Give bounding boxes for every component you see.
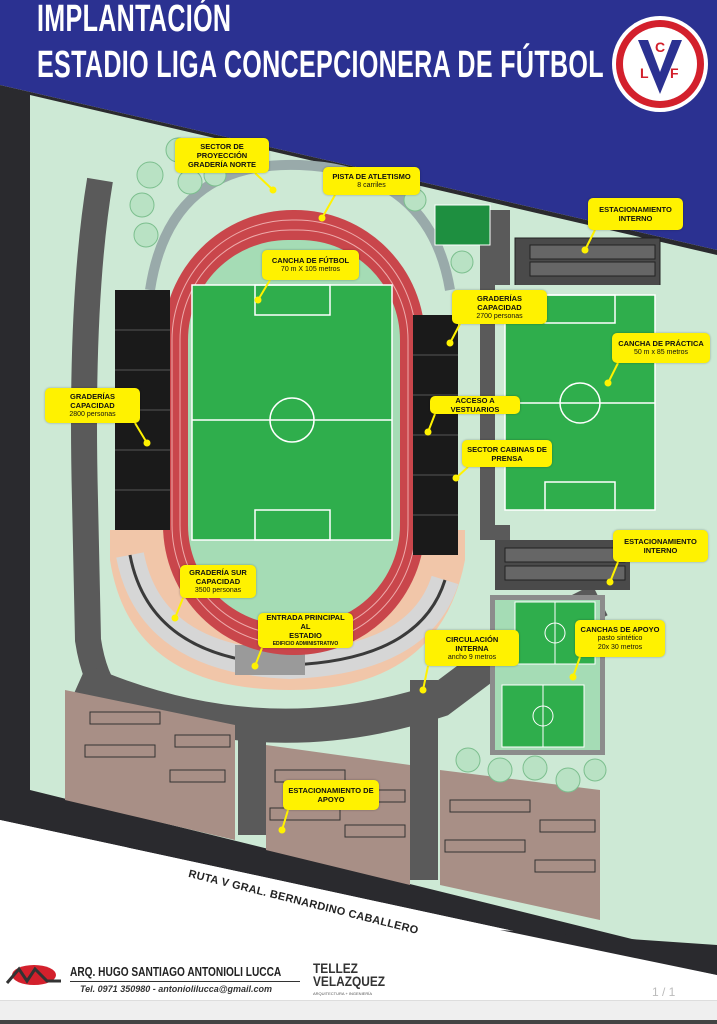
callout-title: CAPACIDAD	[477, 302, 522, 312]
callout-title: ESTACIONAMIENTO	[599, 205, 672, 214]
callout-title: CAPACIDAD	[195, 577, 241, 586]
plan-title: IMPLANTACIÓN	[37, 0, 232, 40]
callout-detail: 3500 personas	[194, 587, 242, 594]
small-court	[434, 204, 491, 246]
callout-title: ESTADIO	[289, 630, 322, 640]
viewer-bottom-edge	[0, 1020, 717, 1024]
callout-detail: ancho 9 metros	[447, 653, 497, 661]
callout-title: INTERNO	[618, 214, 653, 223]
main-football-pitch	[191, 284, 393, 541]
callout-title: CAPACIDAD	[70, 401, 115, 410]
parking-area-3	[440, 770, 600, 920]
callout-detail: pasto sintético	[597, 635, 643, 642]
callout-title: CANCHA DE FÚTBOL	[271, 256, 350, 265]
page-indicator: 1 / 1	[652, 985, 676, 999]
callout-title: GRADERÍAS	[476, 293, 522, 303]
label-leaders	[134, 172, 619, 834]
callout-detail: EDIFICIO ADMINISTRATIVO	[272, 640, 339, 647]
callout-detail: 2700 personas	[476, 312, 523, 320]
bottom-border	[500, 930, 717, 975]
practice-pitch	[504, 294, 656, 511]
callout-title: PRENSA	[491, 453, 523, 463]
project-title: ESTADIO LIGA CONCEPCIONERA DE FÚTBOL	[37, 44, 604, 86]
internal-road	[410, 680, 438, 880]
callout-title: PROYECCIÓN	[196, 151, 248, 160]
club-logo: L C F	[612, 16, 708, 112]
architect-name: ARQ. HUGO SANTIAGO ANTONIOLI LUCCA	[70, 964, 282, 979]
parking-stalls-north	[529, 244, 656, 277]
callout-title: GRADERÍA NORTE	[187, 160, 257, 169]
divider	[70, 981, 300, 982]
callout-title: INTERNO	[643, 546, 678, 555]
header-band	[0, 0, 717, 250]
callout-title: CIRCULACIÓN	[445, 634, 499, 644]
architect-logo	[5, 965, 61, 985]
callout-detail: 70 m X 105 metros	[280, 266, 341, 273]
callout-detail: 2800 personas	[69, 411, 116, 418]
plan-callout: ACCESO A VESTUARIOS	[430, 396, 520, 414]
callout-title: ACCESO A VESTUARIOS	[450, 396, 500, 414]
firm-name-line1: TELLEZ	[313, 960, 358, 976]
callout-detail: 50 m x 85 metros	[633, 349, 689, 356]
callout-title: GRADERÍAS	[69, 392, 115, 401]
trees	[129, 137, 607, 793]
support-pitch-2	[501, 684, 585, 748]
club-logo-letter-f: F	[670, 65, 679, 81]
viewer-toolbar	[0, 1000, 717, 1021]
callout-title: CANCHA DE PRÁCTICA	[618, 339, 704, 348]
callout-title: ENTRADA PRINCIPAL AL	[266, 612, 345, 631]
club-logo-letter-c: C	[655, 39, 665, 55]
north-projection-arc	[145, 159, 455, 291]
callout-title: CANCHAS DE APOYO	[580, 625, 660, 634]
club-logo-letter-l: L	[640, 65, 649, 81]
firm-logo: TELLEZ VELAZQUEZ	[313, 960, 386, 989]
callout-title: GRADERÍA SUR	[189, 568, 247, 577]
callout-title: SECTOR DE	[200, 142, 244, 151]
firm-tagline: ARQUITECTURA + INGENIERÍA	[313, 991, 373, 996]
architect-contact: Tel. 0971 350980 - antoniolilucca@gmail.…	[80, 984, 273, 994]
callout-title: SECTOR CABINAS DE	[467, 444, 547, 454]
callout-title: INTERNA	[455, 643, 489, 653]
firm-name-line2: VELAZQUEZ	[313, 973, 386, 989]
callout-title: PISTA DE ATLETISMO	[332, 172, 411, 181]
parking-area-1	[65, 690, 235, 840]
callout-title: ESTACIONAMIENTO	[624, 537, 697, 546]
callout-detail: 20x 30 metros	[597, 644, 643, 651]
callout-title: APOYO	[317, 795, 345, 804]
callout-title: ESTACIONAMIENTO DE	[288, 786, 374, 795]
callout-detail: 8 carriles	[357, 182, 386, 189]
west-access	[238, 735, 266, 835]
